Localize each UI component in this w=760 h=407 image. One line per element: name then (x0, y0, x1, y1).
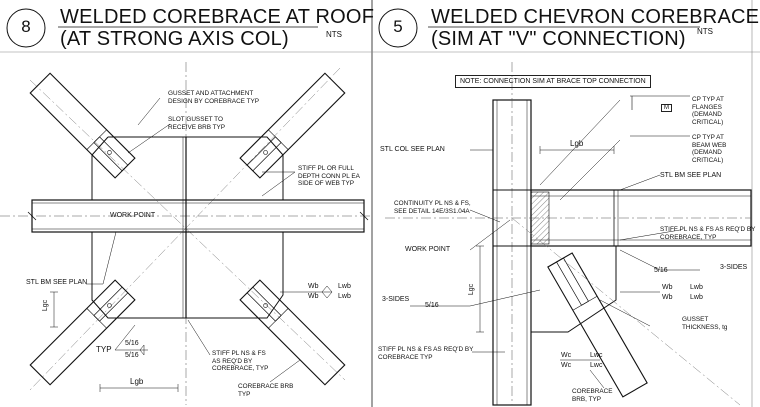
scale-left: NTS (326, 30, 342, 39)
dim-lgc-right: Lgc (468, 283, 476, 296)
detail-bubble-left (6, 8, 46, 48)
label-three-sides-a: 3-SIDES (720, 264, 748, 271)
weld-tag-m: M (661, 104, 672, 112)
left-detail (0, 62, 372, 405)
title-left-line2: (AT STRONG AXIS COL) (60, 28, 289, 50)
detail-number-left: 8 (21, 17, 31, 36)
label-stl-bm-right: STL BM SEE PLAN (660, 172, 722, 179)
label-work-point-right: WORK POINT (405, 246, 451, 253)
weld-wb-r1: Wb (662, 284, 673, 291)
label-stl-bm-left: STL BM SEE PLAN (26, 279, 88, 286)
detail-number-right: 5 (393, 17, 403, 36)
weld-size-bottom: 5/16 (125, 352, 139, 359)
label-corebrace-brb: COREBRACE BRB TYP (238, 383, 294, 398)
weld-lwb-1: Lwb (338, 283, 351, 290)
label-slot-gusset: SLOT GUSSET TO RECEIVE BRB TYP (168, 116, 226, 131)
right-detail (385, 62, 752, 406)
weld-wc-2: Wc (561, 362, 572, 369)
weld-lwc-2: Lwc (590, 362, 603, 369)
weld-wb-r2: Wb (662, 294, 673, 301)
weld-lwc-1: Lwc (590, 352, 603, 359)
title-right-line2: (SIM AT "V" CONNECTION) (431, 28, 686, 50)
label-stiff-left: STIFF PL NS & FS AS REQ'D BY COREBRACE T… (378, 346, 474, 361)
connection-note: NOTE: CONNECTION SIM AT BRACE TOP CONNEC… (455, 75, 651, 88)
label-corebrace-right: COREBRACE BRB, TYP (572, 388, 613, 403)
label-typ: TYP (96, 345, 112, 354)
label-stiff-right: STIFF PL NS & FS AS REQ'D BY COREBRACE, … (660, 226, 756, 241)
label-cp-flanges: CP TYP AT FLANGES (DEMAND CRITICAL) (692, 96, 724, 126)
title-left-line1: WELDED COREBRACE AT ROOF (60, 6, 375, 28)
title-right-line1: WELDED CHEVRON COREBRACE (431, 6, 760, 28)
label-continuity: CONTINUITY PL NS & FS, SEE DETAIL 14E/3S… (394, 200, 471, 215)
label-gusset-thickness: GUSSET THICKNESS, tg (682, 316, 728, 331)
scale-right: NTS (697, 27, 713, 36)
label-work-point-left: WORK POINT (110, 212, 156, 219)
label-gusset-design: GUSSET AND ATTACHMENT DESIGN BY COREBRAC… (168, 90, 260, 105)
weld-size-top: 5/16 (125, 340, 139, 347)
weld-lwb-r1: Lwb (690, 284, 703, 291)
label-stiff-pl: STIFF PL OR FULL DEPTH CONN PL EA SIDE O… (298, 165, 360, 188)
detail-bubble-right (378, 8, 418, 48)
label-stl-col: STL COL SEE PLAN (380, 146, 445, 153)
dim-lgb-left: Lgb (130, 377, 144, 386)
dim-lgb-right: Lgb (570, 139, 584, 148)
weld-wc-1: Wc (561, 352, 572, 359)
weld-size-right-b: 5/16 (425, 302, 439, 309)
weld-lwb-r2: Lwb (690, 294, 703, 301)
weld-wb-2: Wb (308, 293, 319, 300)
label-three-sides-b: 3-SIDES (382, 296, 410, 303)
weld-wb-1: Wb (308, 283, 319, 290)
label-cp-web: CP TYP AT BEAM WEB (DEMAND CRITICAL) (692, 134, 727, 164)
dim-lgc-left: Lgc (42, 299, 50, 312)
label-stiff-pl-ns: STIFF PL NS & FS AS REQ'D BY COREBRACE, … (212, 350, 269, 373)
weld-lwb-2: Lwb (338, 293, 351, 300)
weld-size-right-a: 5/16 (654, 267, 668, 274)
